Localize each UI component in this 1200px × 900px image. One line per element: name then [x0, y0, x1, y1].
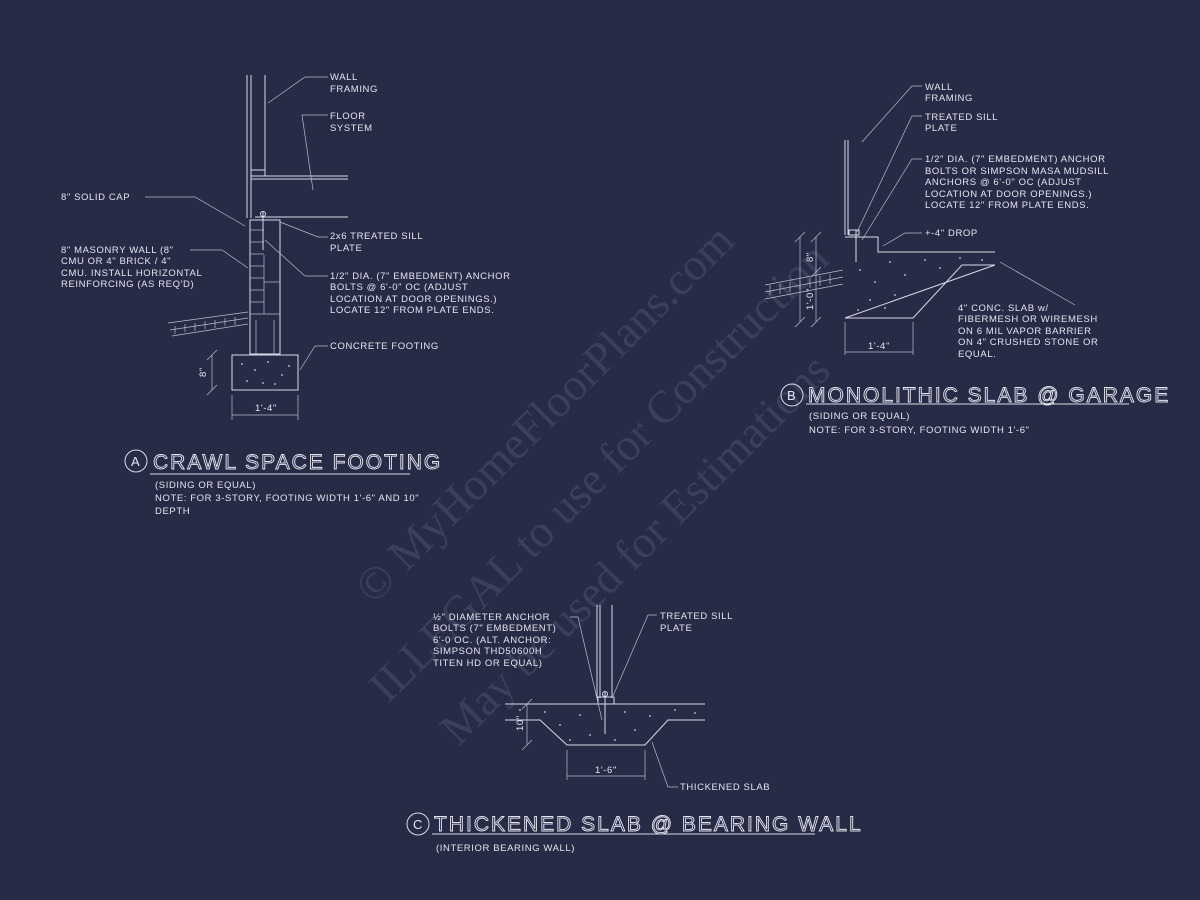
label-slab: 4" CONC. SLAB w/ [958, 303, 1049, 314]
label-masonry-wall: CMU OR 4" BRICK / 4" [61, 256, 171, 267]
label-anchor-bolts: TITEN HD OR EQUAL) [433, 658, 543, 669]
dimension-width: 1'-4" [255, 403, 277, 414]
leader-lines [570, 614, 678, 788]
detail-note: NOTE: FOR 3-STORY, FOOTING WIDTH 1'-6" A… [155, 493, 419, 504]
detail-marker-circle [406, 812, 430, 836]
label-sill-plate: PLATE [660, 623, 692, 634]
detail-a-section-drawing: 8" 1'-4" [167, 75, 348, 420]
label-anchor-bolts: LOCATE 12" FROM PLATE ENDS. [330, 305, 494, 316]
label-thickened-slab: THICKENED SLAB [680, 782, 770, 793]
label-slab: ON 6 MIL VAPOR BARRIER [958, 326, 1092, 337]
label-floor-system: FLOOR [330, 111, 366, 122]
label-solid-cap: 8" SOLID CAP [61, 192, 130, 203]
detail-subtitle: (SIDING OR EQUAL) [809, 411, 910, 422]
label-drop: +-4" DROP [925, 228, 978, 239]
label-sill-plate: PLATE [925, 123, 957, 134]
label-concrete-footing: CONCRETE FOOTING [330, 341, 439, 352]
label-masonry-wall: 8" MASONRY WALL (8" [61, 245, 174, 256]
dimension-depth: 10" [515, 715, 526, 731]
label-slab: ON 4" CRUSHED STONE OR [958, 337, 1098, 348]
detail-subtitle: (INTERIOR BEARING WALL) [436, 843, 575, 854]
label-slab: EQUAL. [958, 349, 996, 360]
detail-a-crawl-space-footing: 8" 1'-4" WALL FRAMING FLOOR SYSTEM 8" SO… [61, 72, 511, 517]
detail-title: CRAWL SPACE FOOTING [153, 451, 442, 474]
leader-lines [145, 76, 328, 371]
dimension-total: 1'-0" [805, 288, 816, 310]
detail-marker: A [131, 454, 140, 469]
label-anchor-bolts: ANCHORS @ 6'-0" OC (ADJUST [925, 177, 1082, 188]
dimension-lines [794, 231, 914, 355]
label-sill-plate: 2x6 TREATED SILL [330, 231, 423, 242]
label-slab: FIBERMESH OR WIREMESH [958, 314, 1098, 325]
detail-marker-circle [780, 383, 804, 407]
grade-earth-hatch [167, 311, 249, 337]
label-sill-plate: TREATED SILL [660, 611, 733, 622]
label-masonry-wall: CMU. INSTALL HORIZONTAL [61, 268, 202, 279]
detail-note: NOTE: FOR 3-STORY, FOOTING WIDTH 1'-6" [809, 425, 1030, 436]
dimension-upper: 8" [805, 252, 816, 262]
label-floor-system: SYSTEM [330, 123, 373, 134]
detail-b-monolithic-slab: 8" 1'-0" 1'-4" WALL FRAMING TREATED SILL… [764, 82, 1170, 436]
label-wall-framing: FRAMING [925, 93, 973, 104]
detail-c-thickened-slab: 10" 1'-6" ½" DIAMETER ANCHOR BOLTS (7" E… [406, 605, 863, 854]
label-anchor-bolts: BOLTS @ 6'-0" OC (ADJUST [330, 282, 468, 293]
leader-lines [856, 85, 1076, 306]
detail-c-section-drawing: 10" 1'-6" [505, 605, 705, 780]
dimension-lines [206, 349, 299, 420]
label-anchor-bolts: ½" DIAMETER ANCHOR [433, 612, 550, 623]
label-anchor-bolts: 6'-0 OC. (ALT. ANCHOR: [433, 635, 551, 646]
label-anchor-bolts: LOCATE 12" FROM PLATE ENDS. [925, 200, 1089, 211]
label-sill-plate: PLATE [330, 243, 362, 254]
dimension-width: 1'-4" [868, 341, 890, 352]
label-sill-plate: TREATED SILL [925, 112, 998, 123]
detail-note: DEPTH [155, 506, 190, 517]
label-wall-framing: WALL [330, 72, 358, 83]
label-anchor-bolts: LOCATION AT DOOR OPENINGS.) [330, 294, 497, 305]
dimension-height: 8" [198, 367, 209, 377]
label-wall-framing: FRAMING [330, 84, 378, 95]
detail-subtitle: (SIDING OR EQUAL) [155, 480, 256, 491]
label-anchor-bolts: LOCATION AT DOOR OPENINGS.) [925, 189, 1092, 200]
label-anchor-bolts: SIMPSON THD50600H [433, 646, 542, 657]
label-anchor-bolts: BOLTS (7" EMBEDMENT) [433, 623, 556, 634]
detail-title: THICKENED SLAB @ BEARING WALL [434, 813, 863, 836]
label-anchor-bolts: 1/2" DIA. (7" EMBEDMENT) ANCHOR [925, 154, 1106, 165]
label-anchor-bolts: BOLTS OR SIMPSON MASA MUDSILL [925, 166, 1109, 177]
label-wall-framing: WALL [925, 82, 953, 93]
detail-b-section-drawing: 8" 1'-0" 1'-4" [764, 140, 996, 355]
label-masonry-wall: REINFORCING (AS REQ'D) [61, 279, 194, 290]
detail-marker: B [787, 388, 796, 403]
dimension-width: 1'-6" [595, 765, 617, 776]
detail-title: MONOLITHIC SLAB @ GARAGE [808, 384, 1170, 407]
dimension-lines [521, 698, 646, 780]
detail-marker-circle [124, 449, 148, 473]
label-anchor-bolts: 1/2" DIA. (7" EMBEDMENT) ANCHOR [330, 271, 511, 282]
detail-marker: C [413, 817, 423, 832]
